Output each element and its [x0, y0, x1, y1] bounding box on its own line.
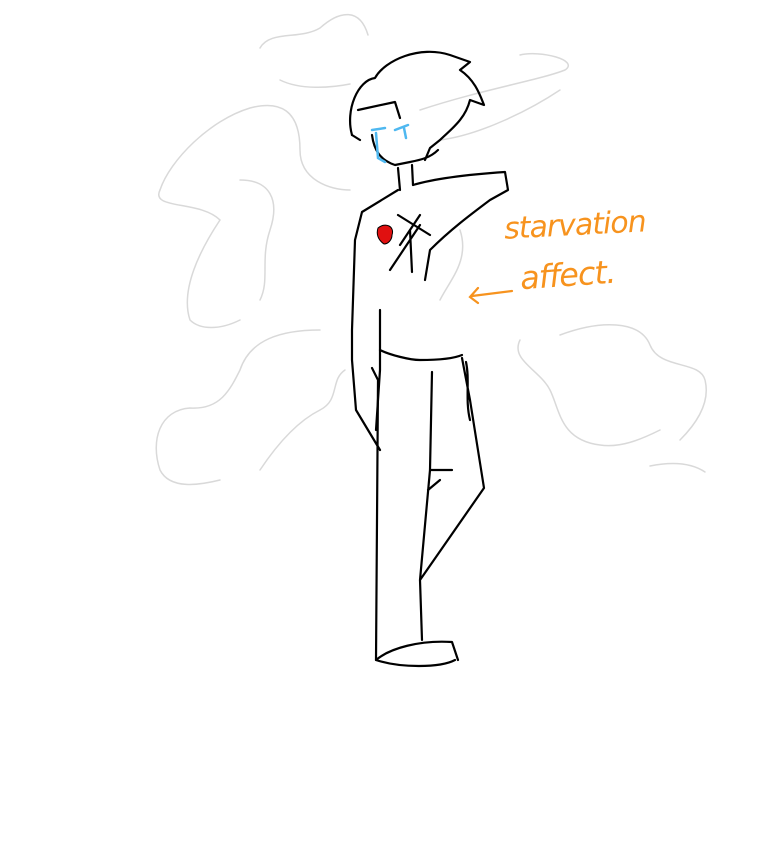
- heart-badge: [376, 224, 394, 245]
- pants: [370, 356, 486, 662]
- annotation-line-2: affect.: [518, 252, 617, 298]
- hair: [349, 50, 486, 162]
- tears: [370, 123, 410, 164]
- tie: [388, 213, 432, 274]
- annotation-line-1: starvation: [503, 204, 647, 247]
- smoke-background: [155, 13, 707, 486]
- face: [370, 133, 440, 167]
- arrow-icon: [468, 286, 514, 305]
- figure: [349, 50, 510, 668]
